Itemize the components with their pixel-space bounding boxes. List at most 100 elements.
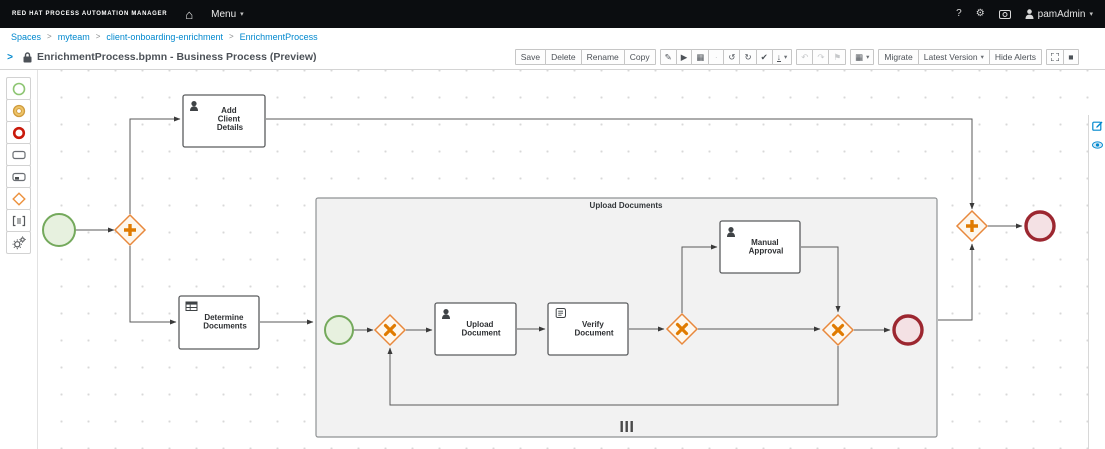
edit-pencil-icon[interactable]: ✎	[659, 49, 677, 65]
business-rule-icon	[185, 301, 198, 311]
user-name: pamAdmin	[1037, 8, 1086, 20]
script-icon	[555, 308, 566, 318]
gear-icon[interactable]: ⚙	[975, 8, 985, 19]
task-upload-document[interactable]: Upload Document	[434, 302, 517, 356]
start-event-inner[interactable]	[324, 315, 354, 345]
redo-icon[interactable]: ↻	[739, 49, 757, 65]
palette-lane[interactable]	[6, 209, 31, 232]
intermediate-event-icon	[12, 104, 25, 117]
task-icon	[11, 150, 26, 159]
breadcrumb-spaces[interactable]: Spaces	[11, 31, 42, 42]
help-icon[interactable]: ?	[956, 8, 962, 19]
expand-panel-chevron-icon[interactable]: >	[7, 51, 13, 63]
sequence-flow[interactable]	[129, 116, 181, 214]
user-icon	[442, 309, 450, 319]
latest-version-dropdown[interactable]: Latest Version ▾	[917, 49, 990, 65]
brand-logo: RED HAT PROCESS AUTOMATION MANAGER	[12, 11, 168, 17]
flag-icon[interactable]: ⚑	[828, 49, 847, 65]
start-event[interactable]	[42, 213, 76, 247]
user-menu[interactable]: pamAdmin ▾	[1025, 9, 1093, 20]
sequence-flow[interactable]	[681, 244, 718, 313]
undo-icon[interactable]: ↺	[723, 49, 741, 65]
delete-button[interactable]: Delete	[545, 49, 582, 65]
exclusive-gateway-3[interactable]	[821, 313, 855, 347]
palette-end-event[interactable]	[6, 121, 31, 144]
start-event-icon	[12, 82, 25, 95]
forms-dropdown[interactable]: ▦ ▾	[850, 49, 875, 65]
camera-icon[interactable]	[998, 9, 1011, 19]
shape-palette	[0, 70, 38, 449]
end-event[interactable]	[1024, 210, 1056, 242]
explore-diagram-eye-icon[interactable]	[1091, 141, 1103, 149]
breadcrumb-separator: >	[95, 32, 101, 41]
download-dropdown[interactable]: ↓ ▾	[771, 49, 793, 65]
breadcrumb-asset[interactable]: EnrichmentProcess	[239, 31, 318, 42]
palette-gateway[interactable]	[6, 187, 31, 210]
jump-back-icon[interactable]: ↶	[796, 49, 814, 65]
svg-text:Determine Document: Determine Documents	[203, 313, 247, 331]
sequence-flow[interactable]	[801, 246, 841, 313]
jump-forward-icon[interactable]: ↷	[812, 49, 830, 65]
exclusive-gateway-1[interactable]	[373, 313, 407, 347]
exclusive-gateway-2[interactable]	[665, 312, 699, 346]
home-icon[interactable]: ⌂	[185, 6, 194, 22]
sequence-flow[interactable]	[938, 243, 975, 321]
end-event-inner[interactable]	[892, 314, 924, 346]
validate-check-icon[interactable]: ✔	[755, 49, 773, 65]
form-grid-icon: ▦	[855, 51, 864, 62]
breadcrumb: Spaces > myteam > client-onboarding-enri…	[0, 28, 1105, 45]
task-add-client-details[interactable]: Add Client Details	[182, 94, 266, 148]
top-navbar: RED HAT PROCESS AUTOMATION MANAGER ⌂ Men…	[0, 0, 1105, 28]
download-icon: ↓	[776, 51, 781, 62]
save-button[interactable]: Save	[514, 49, 547, 65]
chevron-down-icon: ▾	[1089, 11, 1093, 18]
sequence-flow[interactable]	[387, 346, 839, 406]
plus-icon	[966, 220, 978, 232]
gateway-icon	[11, 191, 26, 206]
palette-subprocess[interactable]	[6, 165, 31, 188]
plus-icon	[124, 224, 136, 236]
multi-instance-marker	[620, 421, 633, 432]
user-icon	[190, 101, 198, 111]
breadcrumb-separator: >	[228, 32, 234, 41]
chevron-down-icon: ▾	[866, 54, 870, 61]
form-grid-icon[interactable]: ▦	[691, 49, 710, 65]
breadcrumb-separator: >	[47, 32, 52, 41]
parallel-gateway-split[interactable]	[113, 213, 147, 247]
fullscreen-icon[interactable]	[1046, 49, 1064, 65]
svg-text:Verify Document: Verify Document	[574, 320, 613, 338]
migrate-button[interactable]: Migrate	[878, 49, 919, 65]
user-icon	[727, 227, 735, 237]
task-verify-document[interactable]: Verify Document	[547, 302, 629, 356]
lock-toggle-icon[interactable]: ■	[1063, 49, 1079, 65]
svg-text:Upload Document: Upload Document	[461, 320, 500, 338]
latest-version-label: Latest Version	[923, 52, 978, 62]
navbar-right: ? ⚙ pamAdmin ▾	[956, 9, 1093, 20]
breadcrumb-myteam[interactable]: myteam	[57, 31, 90, 42]
diagram-canvas[interactable]: Upload Documents	[38, 70, 1105, 449]
rename-button[interactable]: Rename	[580, 49, 625, 65]
parallel-gateway-join[interactable]	[955, 209, 989, 243]
sequence-flow[interactable]	[266, 118, 975, 210]
menu-dropdown[interactable]: Menu ▾	[211, 9, 244, 20]
palette-intermediate-event[interactable]	[6, 99, 31, 122]
svg-text:Add Client: Add Client Details	[217, 106, 244, 132]
hide-alerts-button[interactable]: Hide Alerts	[988, 49, 1042, 65]
bpmn-diagram: Upload Documents	[42, 94, 1056, 438]
x-icon	[831, 323, 845, 337]
editor-main: Upload Documents	[0, 70, 1105, 449]
copy-button[interactable]: Copy	[623, 49, 656, 65]
subprocess-icon	[11, 172, 26, 181]
palette-service-tasks[interactable]	[6, 231, 31, 254]
breadcrumb-project[interactable]: client-onboarding-enrichment	[106, 31, 223, 42]
palette-start-event[interactable]	[6, 77, 31, 100]
task-manual-approval[interactable]: Manual Approval	[719, 220, 801, 274]
task-determine-documents[interactable]: Determine Documents	[178, 295, 260, 350]
sequence-flow[interactable]	[129, 246, 177, 325]
palette-task[interactable]	[6, 143, 31, 166]
preview-play-icon[interactable]: ▶	[675, 49, 693, 65]
chevron-down-icon: ▾	[240, 11, 244, 18]
clear-icon[interactable]: ·	[708, 49, 725, 65]
properties-edit-icon[interactable]	[1091, 120, 1103, 131]
